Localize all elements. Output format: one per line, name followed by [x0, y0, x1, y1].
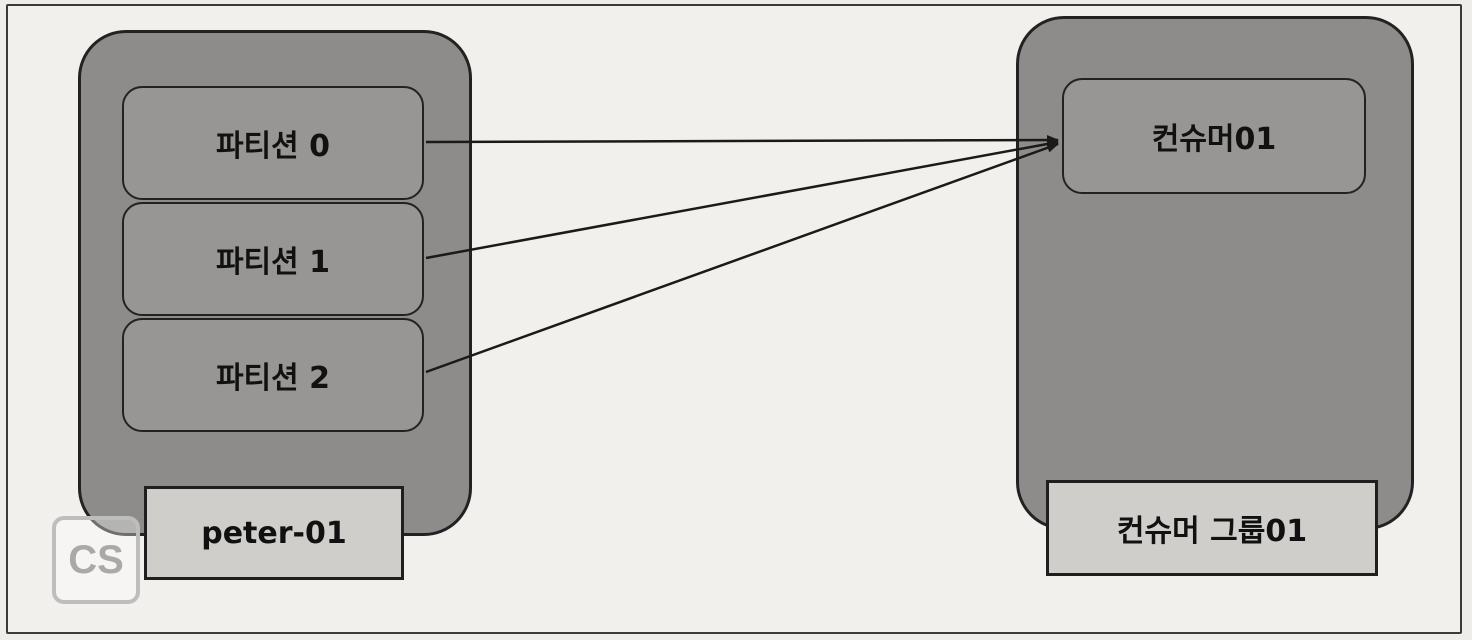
partition-2-label: 파티션 2 [215, 361, 331, 396]
partition-1-box: 파티션 1 [122, 202, 424, 316]
partition-2-box: 파티션 2 [122, 318, 424, 432]
consumer-group-text: 컨슈머 그룹01 [1116, 514, 1308, 549]
camscanner-logo: CS [52, 516, 140, 604]
partition-0-label: 파티션 0 [215, 129, 331, 164]
topic-name-label: peter-01 [144, 486, 404, 580]
partition-0-box: 파티션 0 [122, 86, 424, 200]
partition-1-label: 파티션 1 [215, 245, 331, 280]
camscanner-logo-text: CS [68, 537, 124, 582]
consumer-label: 컨슈머01 [1151, 122, 1277, 157]
consumer-group-label: 컨슈머 그룹01 [1046, 480, 1378, 576]
consumer-box: 컨슈머01 [1062, 78, 1366, 194]
topic-name-text: peter-01 [201, 515, 347, 551]
